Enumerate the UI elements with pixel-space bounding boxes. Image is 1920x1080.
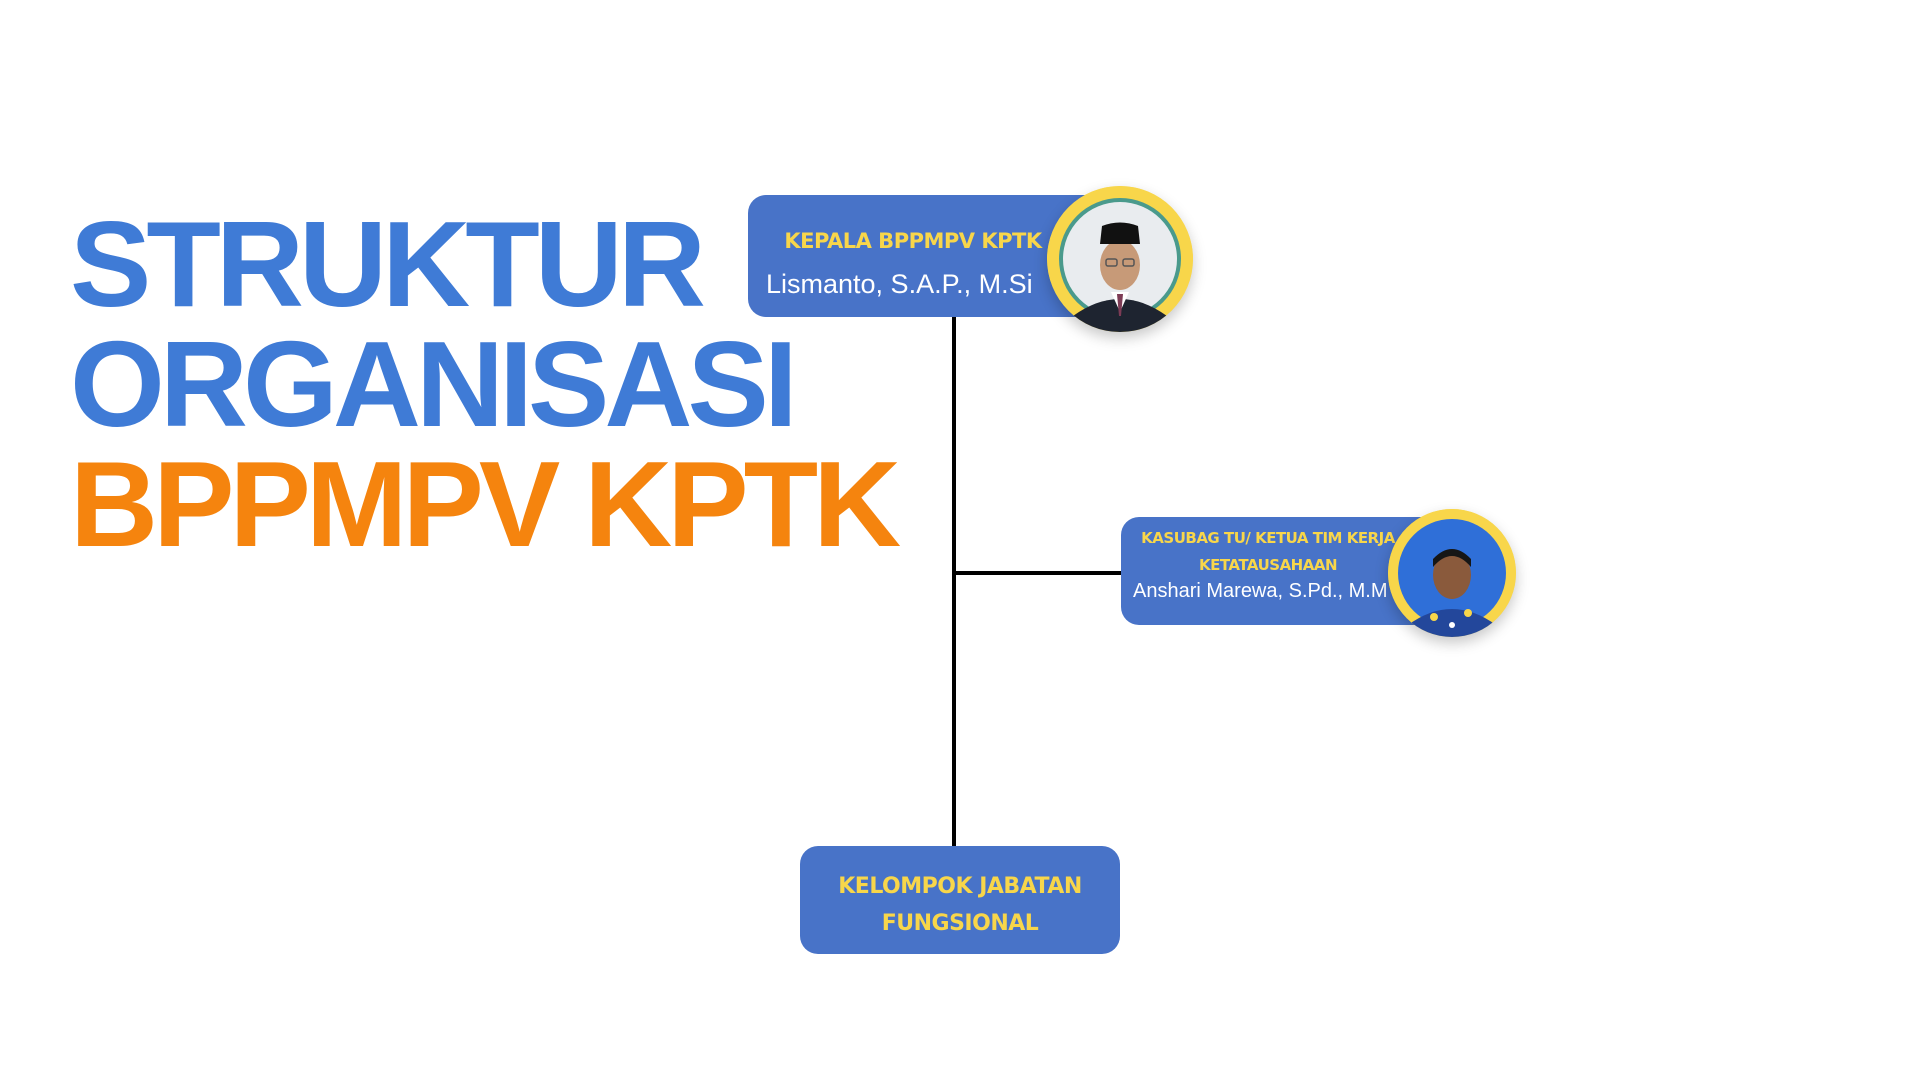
functional-role-line-2: FUNGSIONAL [881, 911, 1039, 936]
head-portrait-photo [1047, 186, 1193, 332]
functional-role-line-1: KELOMPOK JABATAN [838, 874, 1082, 899]
functional-group-node: KELOMPOK JABATAN FUNGSIONAL [800, 846, 1120, 954]
portrait-photo-icon [1388, 509, 1516, 637]
functional-role-label: KELOMPOK JABATAN FUNGSIONAL [800, 868, 1120, 942]
portrait-photo-icon [1047, 186, 1193, 332]
title-line-struktur: STRUKTUR [70, 196, 706, 332]
admin-person-name: Anshari Marewa, S.Pd., M.M [1133, 580, 1388, 602]
head-role-label: KEPALA BPPMPV KPTK [784, 229, 1042, 253]
admin-node: KASUBAG TU/ KETUA TIM KERJA KETATAUSAHAA… [1121, 517, 1451, 625]
title-line-institution: BPPMPV KPTK [70, 436, 901, 572]
admin-role-line-2: KETATAUSAHAAN [1198, 556, 1338, 574]
admin-role-line-1: KASUBAG TU/ KETUA TIM KERJA [1141, 529, 1395, 547]
title-line-organisasi: ORGANISASI [70, 316, 798, 452]
admin-portrait-photo [1388, 509, 1516, 637]
admin-role-label: KASUBAG TU/ KETUA TIM KERJA KETATAUSAHAA… [1123, 525, 1413, 579]
head-person-name: Lismanto, S.A.P., M.Si [766, 269, 1033, 299]
